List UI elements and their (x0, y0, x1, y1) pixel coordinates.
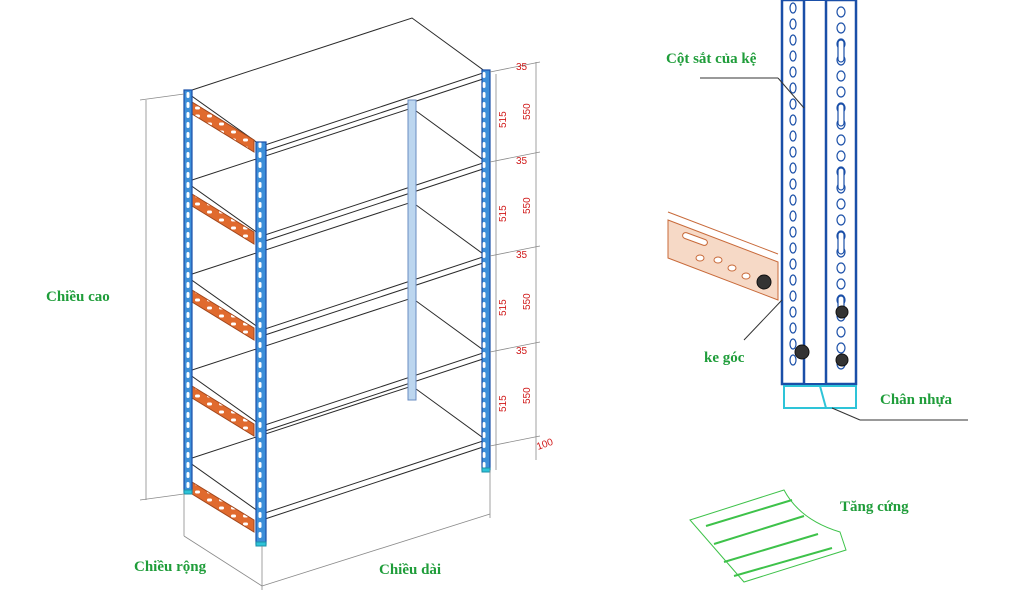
dim-gap-3: 35 (516, 250, 528, 261)
rear-post (407, 99, 417, 401)
bolt-3 (835, 305, 849, 319)
dim-inner-2: 515 (498, 205, 509, 222)
dim-inner-1: 515 (498, 111, 509, 128)
shelf-bottom (184, 385, 488, 515)
column-hole (789, 194, 797, 206)
column-hole (789, 66, 797, 78)
side-braces (191, 101, 255, 533)
column-hole (789, 50, 797, 62)
column-hole (789, 338, 797, 350)
column-hole (789, 114, 797, 126)
dim-spacing-2: 550 (522, 197, 533, 214)
column-hole (789, 290, 797, 302)
column-hole (836, 6, 846, 18)
dimension-lines (139, 61, 541, 590)
column-hole (789, 162, 797, 174)
dim-gap-2: 35 (516, 156, 528, 167)
column-hole (789, 18, 797, 30)
dim-bottom: 100 (535, 437, 555, 453)
column-hole (789, 98, 797, 110)
bolt-4 (835, 353, 849, 367)
column-hole (789, 322, 797, 334)
post-front-left (183, 89, 193, 493)
bolt-2 (794, 344, 810, 360)
dim-spacing-1: 550 (522, 103, 533, 120)
dim-inner-3: 515 (498, 299, 509, 316)
column-hole (789, 178, 797, 190)
column-hole (789, 82, 797, 94)
column-slot (837, 103, 845, 127)
shelf-unit (183, 17, 491, 547)
dim-inner-4: 515 (498, 395, 509, 412)
column-hole (789, 34, 797, 46)
column-hole (789, 258, 797, 270)
post-front-middle (255, 141, 267, 545)
column-hole (789, 226, 797, 238)
column-hole (836, 198, 846, 210)
column-hole (789, 274, 797, 286)
leader-lines (700, 77, 968, 421)
bolts (756, 274, 849, 367)
label-width: Chiều rộng (134, 559, 207, 575)
column-detail (667, 0, 968, 421)
label-height: Chiều cao (46, 289, 110, 305)
dim-gap-4: 35 (516, 346, 528, 357)
column-slot (837, 231, 845, 255)
label-length: Chiều dài (379, 562, 442, 578)
column-slot (837, 39, 845, 63)
column-holes (789, 2, 846, 370)
post-back-right (481, 69, 491, 471)
column-hole (836, 214, 846, 226)
column-hole (789, 354, 797, 366)
column-hole (836, 262, 846, 274)
column-hole (789, 130, 797, 142)
column-hole (836, 22, 846, 34)
dim-spacing-3: 550 (522, 293, 533, 310)
dimension-values: 35 35 35 35 550 550 550 550 515 515 515 … (498, 62, 555, 453)
column-hole (836, 342, 846, 354)
stiffener-detail (689, 489, 847, 583)
dim-spacing-4: 550 (522, 387, 533, 404)
label-bracket: ke góc (704, 350, 745, 366)
column-hole (836, 278, 846, 290)
column-hole (836, 134, 846, 146)
label-column: Cột sắt của kệ (666, 51, 757, 67)
column-hole (789, 242, 797, 254)
column-hole (836, 86, 846, 98)
column-hole (836, 70, 846, 82)
column-hole (836, 326, 846, 338)
column-hole (836, 150, 846, 162)
column-hole (789, 306, 797, 318)
dim-gap-1: 35 (516, 62, 528, 73)
label-foot: Chân nhựa (880, 392, 952, 408)
stiffener-plate (689, 489, 847, 583)
column-post-front (780, 0, 806, 386)
column-slot (837, 167, 845, 191)
shelf-levels (184, 17, 488, 521)
label-stiffener: Tăng cứng (840, 499, 909, 515)
bolt-1 (756, 274, 772, 290)
column-hole (789, 2, 797, 14)
column-hole (789, 210, 797, 222)
column-hole (789, 146, 797, 158)
